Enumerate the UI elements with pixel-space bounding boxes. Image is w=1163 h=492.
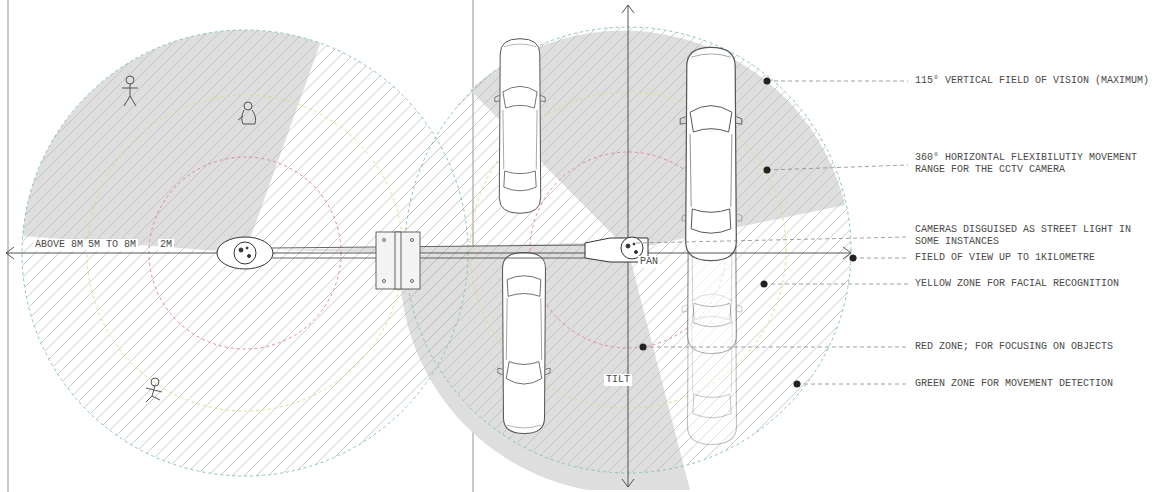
leader-line [643, 347, 908, 348]
distance-label: 2M [158, 239, 174, 251]
mount-bracket [411, 239, 414, 242]
callout-label: 115° VERTICAL FIELD OF VISION (MAXIMUM) [915, 75, 1149, 87]
person-figure [151, 378, 159, 386]
axis-arrow [622, 5, 634, 13]
axis-label: TILT [604, 374, 632, 386]
callout-label: 360° HORIZONTAL FLEXIBILUTIY MOVEMENT RA… [915, 152, 1143, 176]
cctv-camera [217, 237, 273, 269]
callout-label: YELLOW ZONE FOR FACIAL RECOGNITION [915, 278, 1119, 290]
frame-line [8, 0, 9, 492]
cctv-camera [239, 248, 243, 252]
axis-arrow [622, 479, 634, 487]
callout-label: FIELD OF VIEW UP TO 1KILOMETRE [915, 252, 1095, 264]
leader-line [767, 81, 908, 82]
mount-bracket [376, 232, 420, 289]
leader-line [797, 384, 908, 385]
person-figure [238, 110, 256, 124]
distance-label: 5M TO 8M [86, 239, 138, 251]
cctv-camera [626, 244, 630, 248]
car-outline [495, 39, 545, 214]
axis-arrow [6, 247, 14, 259]
car-outline [495, 39, 742, 445]
cctv-camera [217, 237, 648, 269]
mount-bracket [411, 280, 414, 283]
callout-label: CAMERAS DISGUISED AS STREET LIGHT IN SOM… [915, 224, 1143, 248]
leader-dot [794, 381, 801, 388]
axis-label: PAN [638, 256, 660, 268]
axis-arrow [6, 253, 850, 254]
zone-hatching [22, 27, 851, 476]
zone-circle [22, 27, 851, 476]
callout-label: RED ZONE; FOR FOCUSING ON OBJECTS [915, 341, 1113, 353]
axis-arrow [6, 5, 851, 487]
mount-bracket [383, 239, 386, 242]
leader-dot [640, 344, 647, 351]
leader-dot [761, 281, 768, 288]
cctv-camera [248, 255, 251, 258]
mount-bracket [383, 280, 386, 283]
leader-dot [850, 255, 857, 262]
person-figure [244, 102, 252, 110]
cctv-camera [635, 251, 638, 254]
leader-line [636, 237, 908, 243]
car-outline [680, 47, 742, 260]
mount-bracket [395, 232, 401, 289]
mount-bracket [272, 245, 585, 248]
car-outline [498, 252, 550, 433]
person-figure [122, 84, 138, 106]
leader-dot [764, 167, 771, 174]
mount-bracket [272, 258, 585, 259]
distance-label: ABOVE 8M [33, 239, 85, 251]
person-figure [126, 76, 134, 84]
leader-dot [640, 78, 857, 388]
leader-line [764, 284, 908, 285]
mount-bracket [272, 232, 585, 289]
cctv-camera [246, 247, 248, 249]
callout-label: GREEN ZONE FOR MOVEMENT DETECTION [915, 378, 1113, 390]
cctv-camera [234, 242, 256, 264]
leader-line [853, 258, 908, 259]
person-figure [146, 386, 162, 402]
leader-dot [764, 78, 771, 85]
leader-line [767, 165, 908, 170]
cctv-camera [633, 243, 635, 245]
leader-line [636, 81, 908, 384]
